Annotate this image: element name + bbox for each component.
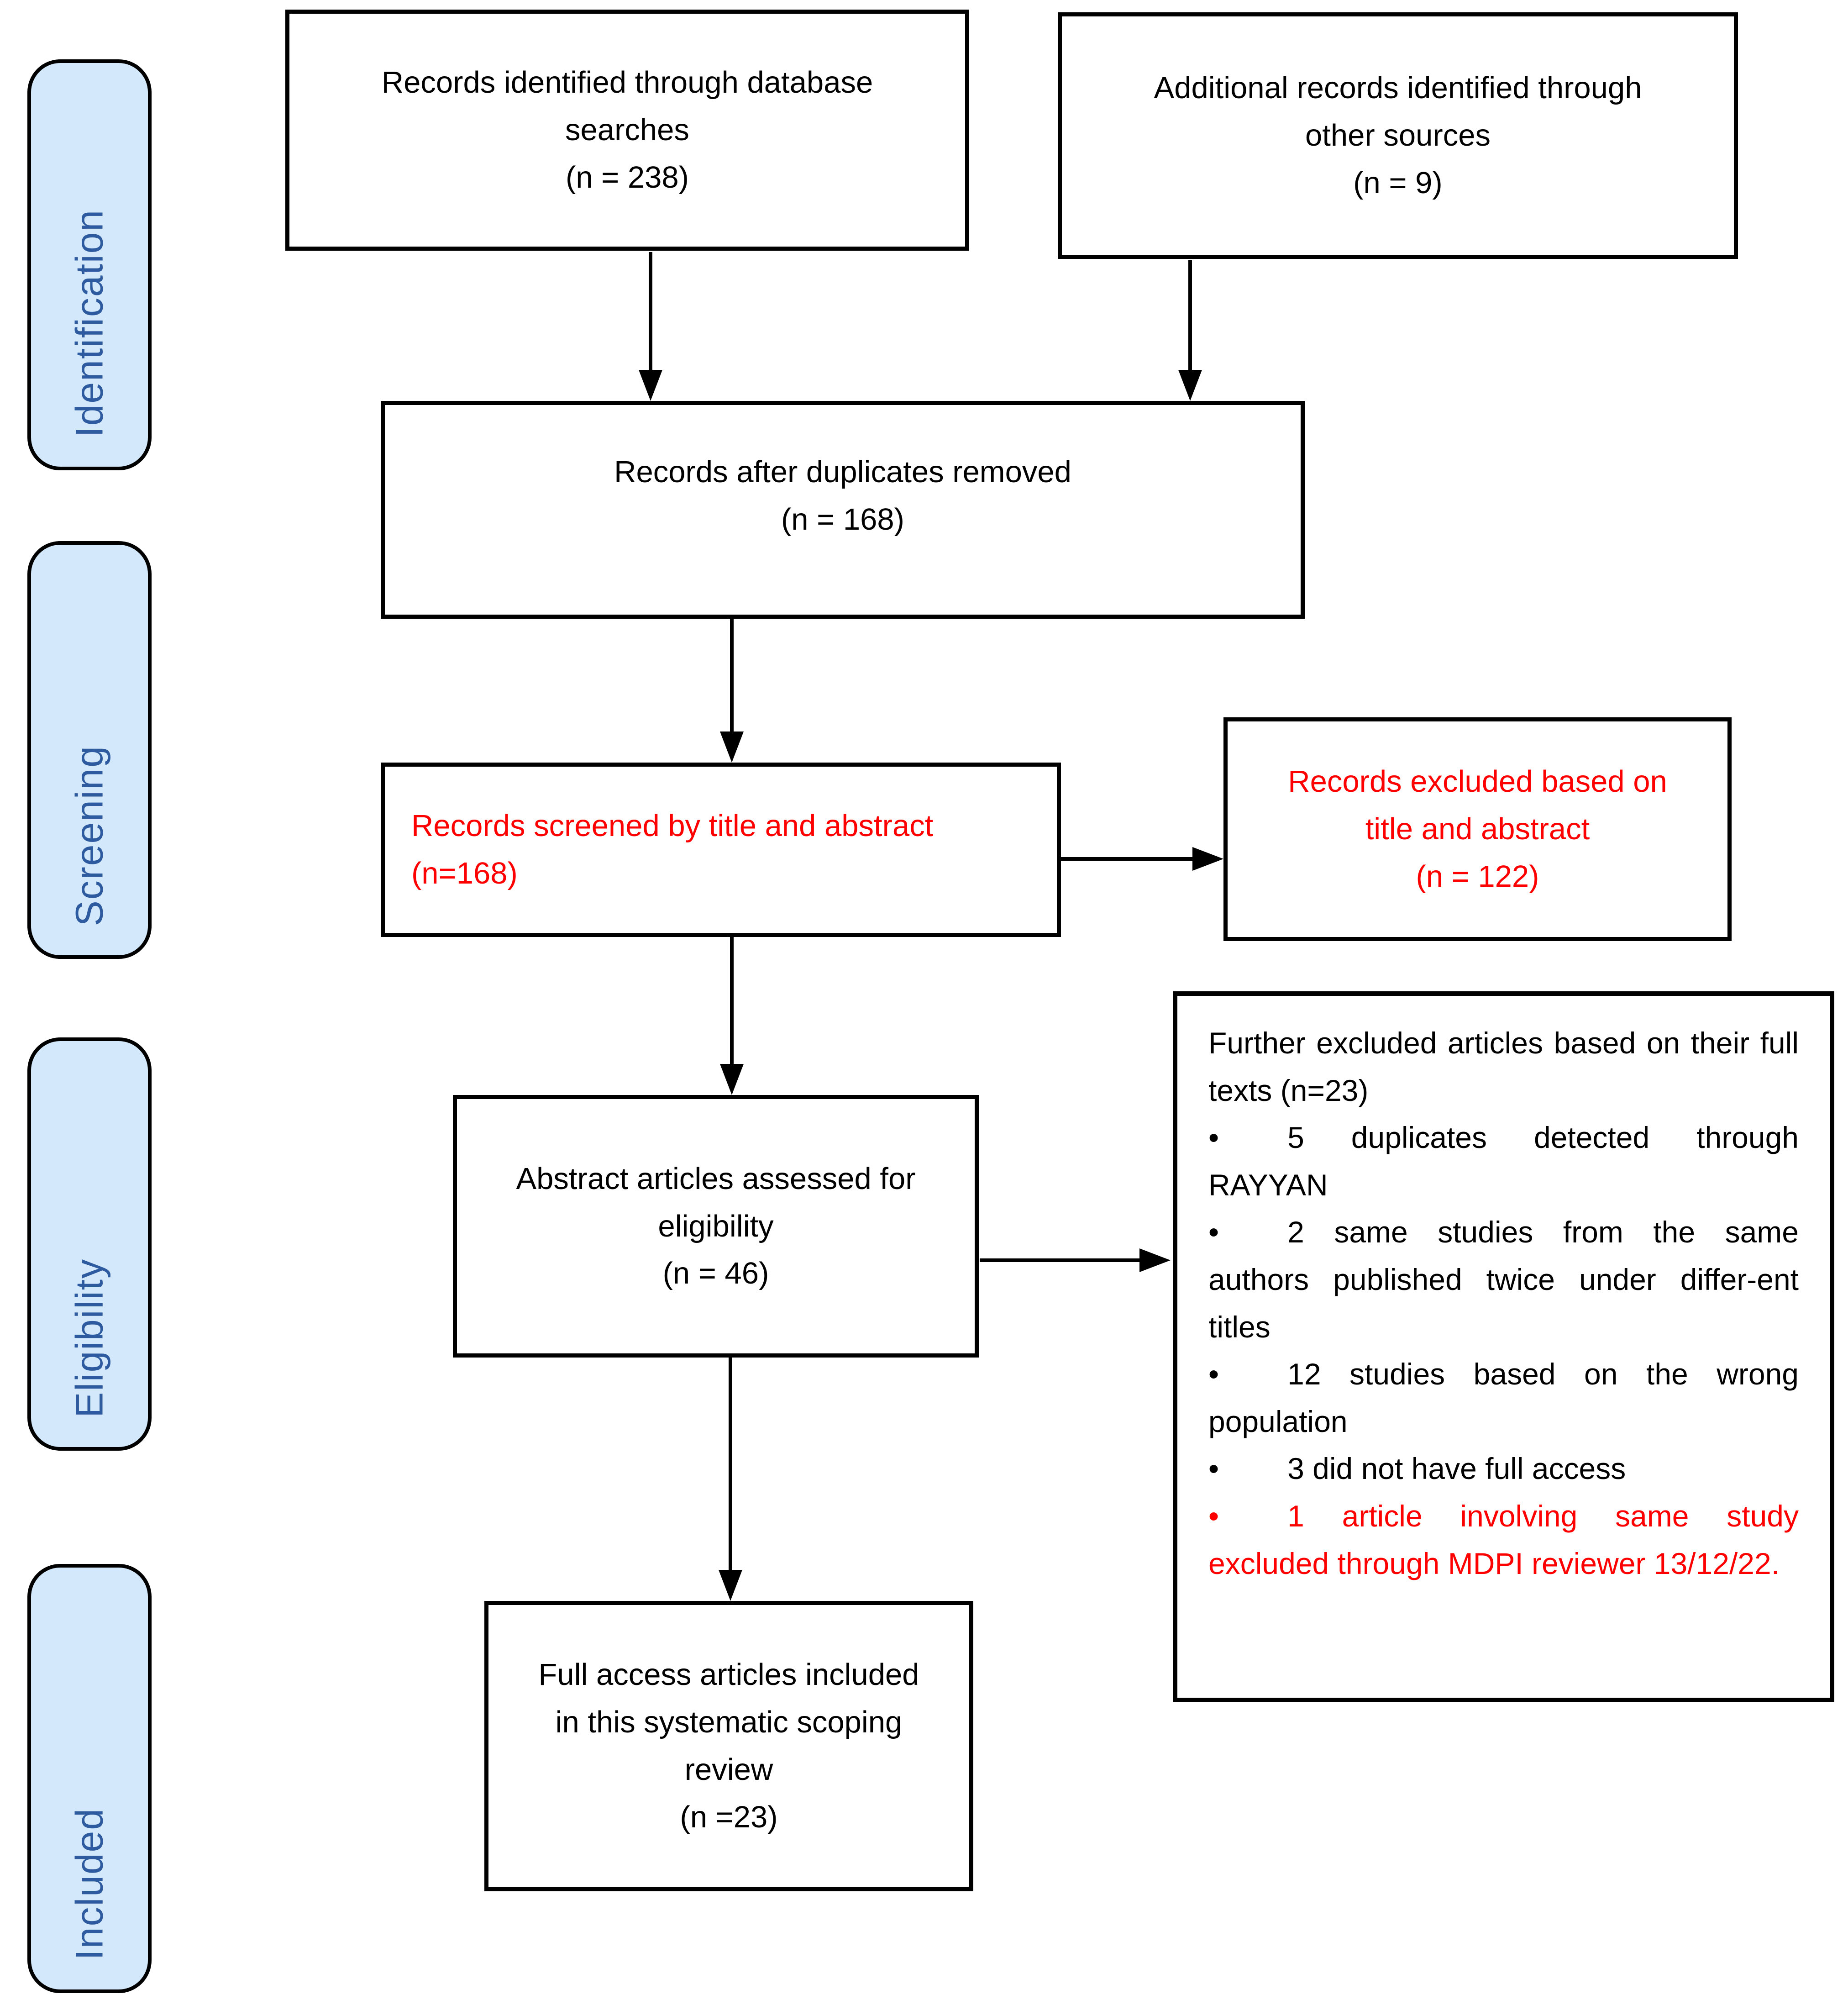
arrow-screened-to-excluded-head <box>1192 847 1223 871</box>
further-excluded-bullet-3: •12 studies based on the wrong populatio… <box>1208 1351 1799 1445</box>
stage-label-eligibility-text: Eligibility <box>68 1258 111 1418</box>
bullet-icon: • <box>1208 1357 1219 1391</box>
further-excluded-bullet-1: •5 duplicates detected through RAYYAN <box>1208 1114 1799 1209</box>
arrow-duplicates-to-screened-head <box>720 731 744 763</box>
arrow-database-to-duplicates-head <box>639 370 662 401</box>
bullet-text: 2 same studies from the same authors pub… <box>1208 1215 1799 1344</box>
stage-label-eligibility: Eligibility <box>27 1037 152 1451</box>
arrow-assessed-to-fullaccess-head <box>719 1570 742 1601</box>
stage-label-screening: Screening <box>27 541 152 959</box>
bullet-text: 1 article involving same study excluded … <box>1208 1499 1799 1580</box>
bullet-text: 12 studies based on the wrong population <box>1208 1357 1799 1438</box>
box-records-excluded-title-abstract: Records excluded based on title and abst… <box>1223 717 1732 941</box>
stage-label-identification: Identification <box>27 59 152 470</box>
bullet-icon: • <box>1208 1121 1219 1155</box>
further-excluded-bullet-2: •2 same studies from the same authors pu… <box>1208 1209 1799 1351</box>
arrow-assessed-to-furtherexcluded-line <box>980 1258 1140 1262</box>
further-excluded-bullet-4: • 3 did not have full access <box>1208 1445 1799 1493</box>
bullet-text: 3 did not have full access <box>1287 1452 1626 1486</box>
box-additional-records-other-sources: Additional records identified through ot… <box>1058 12 1738 259</box>
arrow-duplicates-to-screened-line <box>730 617 734 732</box>
arrow-database-to-duplicates-line <box>649 252 652 371</box>
stage-label-included: Included <box>27 1564 152 1993</box>
stage-label-identification-text: Identification <box>68 209 111 437</box>
box-full-access-articles-included: Full access articles included in this sy… <box>484 1601 973 1891</box>
arrow-screened-to-excluded-line <box>1060 857 1193 861</box>
arrow-screened-to-assessed-head <box>720 1064 744 1095</box>
arrow-screened-to-assessed-line <box>730 936 734 1065</box>
bullet-icon: • <box>1208 1215 1219 1249</box>
bullet-icon: • <box>1208 1452 1219 1486</box>
arrow-assessed-to-fullaccess-line <box>729 1357 732 1571</box>
stage-label-screening-text: Screening <box>68 745 111 926</box>
box-abstract-articles-assessed: Abstract articles assessed for eligibili… <box>453 1095 979 1358</box>
arrow-assessed-to-furtherexcluded-head <box>1139 1248 1171 1272</box>
box-records-after-duplicates-removed: Records after duplicates removed (n = 16… <box>381 401 1305 619</box>
box-further-excluded-articles: Further excluded articles based on their… <box>1173 991 1834 1702</box>
box-records-identified-database: Records identified through database sear… <box>285 10 969 251</box>
arrow-othersources-to-duplicates-head <box>1178 370 1202 401</box>
further-excluded-heading: Further excluded articles based on their… <box>1208 1026 1799 1107</box>
arrow-othersources-to-duplicates-line <box>1188 260 1192 371</box>
stage-label-included-text: Included <box>68 1808 111 1960</box>
box-records-screened-title-abstract: Records screened by title and abstract (… <box>381 763 1061 937</box>
bullet-text: 5 duplicates detected through RAYYAN <box>1208 1121 1799 1202</box>
bullet-icon: • <box>1208 1499 1219 1533</box>
further-excluded-bullet-5: •1 article involving same study excluded… <box>1208 1493 1799 1587</box>
